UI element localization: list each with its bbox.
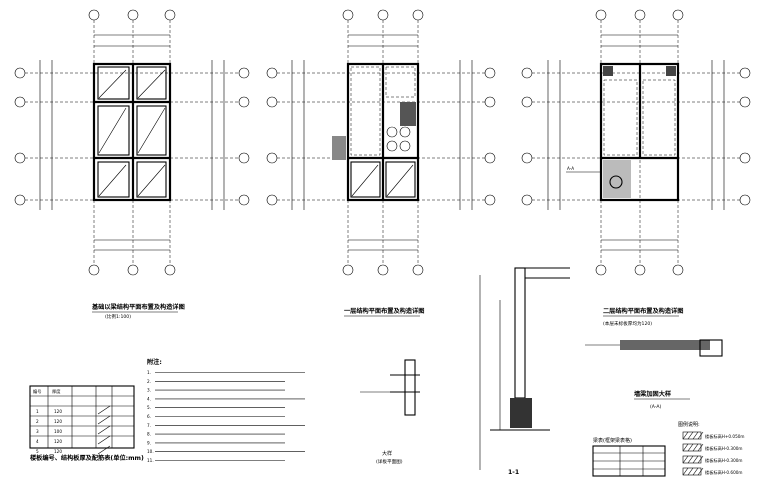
- note-number: 9.: [147, 440, 151, 445]
- hatch-stroke: [682, 467, 689, 476]
- slab-row-mark: [97, 415, 111, 425]
- note-number: 10.: [147, 449, 154, 454]
- note-number: 1.: [147, 370, 151, 375]
- hatch-swatch: [682, 467, 702, 476]
- beam-detail-title: 墙梁加固大样: [634, 390, 671, 398]
- hatch-legend-title: 图例说明:: [678, 421, 700, 428]
- section-caption: 1-1: [508, 469, 519, 476]
- hatch-label: 楼板标高H-0.600m: [705, 469, 742, 476]
- plan-right: A-A 二层结构平面布置及构造详图 (本层未标板厚均为120): [521, 9, 751, 327]
- slab-row-thickness: 120: [54, 449, 62, 454]
- hatch-stroke: [697, 467, 704, 476]
- hatch-swatch: [682, 431, 702, 440]
- plan-left-subtitle: (比例1:100): [105, 313, 131, 320]
- hatch-label: 楼板标高H-0.300m: [705, 457, 742, 464]
- hatch-stroke: [692, 431, 699, 440]
- wall-detail-caption: 大样: [382, 450, 392, 457]
- note-number: 2.: [147, 379, 151, 384]
- hatch-stroke: [692, 455, 699, 464]
- hatch-label: 楼板标高H-0.300m: [705, 445, 742, 452]
- hatch-stroke: [687, 467, 694, 476]
- section-detail: 1-1: [479, 267, 570, 476]
- beam-detail-sub: (A-A): [650, 404, 662, 410]
- hatch-label: 楼板标高H+0.050m: [705, 433, 744, 440]
- note-number: 4.: [147, 396, 151, 401]
- slab-table-h1: 厚度: [52, 388, 61, 395]
- slab-row-id: 5: [36, 449, 39, 454]
- hatch-stroke: [697, 455, 704, 464]
- wall-detail: 大样 (详板平面图): [360, 359, 420, 465]
- hatch-stroke: [697, 431, 704, 440]
- beam-detail: 墙梁加固大样 (A-A): [585, 339, 723, 410]
- plan-right-subtitle: (本层未标板厚均为120): [603, 320, 652, 327]
- plan-middle-title: 一层结构平面布置及构造详图: [344, 307, 424, 315]
- plan-left: 基础以梁结构平面布置及构造详图 (比例1:100): [14, 9, 250, 320]
- note-number: 8.: [147, 432, 151, 437]
- slab-row-thickness: 120: [54, 419, 62, 424]
- plan-left-title: 基础以梁结构平面布置及构造详图: [91, 303, 185, 311]
- hatch-stroke: [697, 443, 704, 452]
- slab-row-mark: [97, 435, 111, 445]
- slab-table-h0: 编号: [33, 388, 41, 395]
- hatch-stroke: [682, 431, 689, 440]
- slab-row-id: 4: [36, 439, 39, 444]
- plan-right-title: 二层结构平面布置及构造详图: [603, 307, 683, 315]
- notes-heading: 附注:: [147, 358, 162, 366]
- note-number: 5.: [147, 405, 151, 410]
- note-number: 6.: [147, 414, 151, 419]
- note-number: 3.: [147, 388, 151, 393]
- slab-row-id: 1: [36, 409, 39, 414]
- hatch-stroke: [682, 455, 689, 464]
- hatch-swatch: [682, 443, 702, 452]
- wall-detail-sub: (详板平面图): [376, 458, 403, 465]
- note-number: 11.: [147, 458, 154, 463]
- notes-block: 附注: 1. 2. 3. 4. 5. 6. 7. 8. 9. 10. 11.: [147, 358, 305, 463]
- beam-table-title: 梁表(框架梁表格): [593, 437, 632, 444]
- slab-row-id: 3: [36, 429, 39, 434]
- beam-table: 梁表(框架梁表格): [592, 437, 666, 477]
- slab-row-id: 2: [36, 419, 39, 424]
- hatch-stroke: [687, 431, 694, 440]
- hatch-stroke: [687, 455, 694, 464]
- slab-row-mark: [97, 405, 111, 415]
- slab-row-thickness: 120: [54, 439, 62, 444]
- plan-middle: 一层结构平面布置及构造详图: [266, 9, 496, 317]
- slab-table: 编号 厚度 1 120 2 120 3 100 4 120 5 120 楼板编号、结构板厚及配筋表…: [29, 385, 144, 462]
- section-marker-label: A-A: [567, 166, 574, 171]
- hatch-stroke: [692, 443, 699, 452]
- hatch-stroke: [692, 467, 699, 476]
- note-number: 7.: [147, 423, 151, 428]
- slab-row-mark: [97, 425, 111, 435]
- hatch-stroke: [682, 443, 689, 452]
- hatch-stroke: [687, 443, 694, 452]
- slab-row-thickness: 100: [54, 429, 62, 434]
- slab-table-caption: 楼板编号、结构板厚及配筋表(单位:mm): [30, 454, 144, 462]
- slab-row-mark: [97, 445, 111, 455]
- slab-row-thickness: 120: [54, 409, 62, 414]
- hatch-swatch: [682, 455, 702, 464]
- hatch-legend: 图例说明: 楼板标高H+0.050m 楼板标高H-0.300m 楼板标高H-0.30…: [678, 421, 744, 476]
